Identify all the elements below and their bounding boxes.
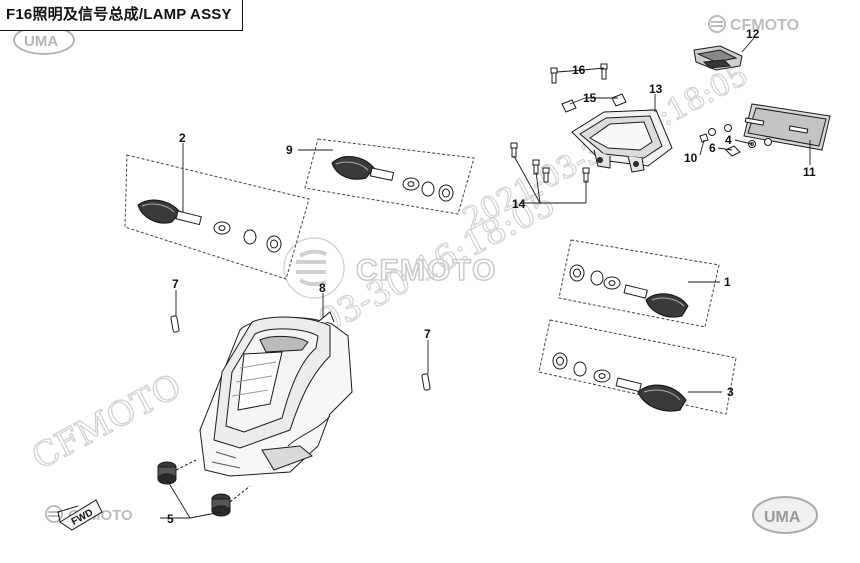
callout-1: 1 bbox=[724, 275, 731, 289]
part-9-turn-signal-rear-left bbox=[304, 138, 475, 215]
watermark-text-left: CFMOTO bbox=[25, 366, 188, 478]
callout-7-left: 7 bbox=[172, 277, 179, 291]
part-12-license-lamp bbox=[693, 45, 743, 71]
callout-3: 3 bbox=[727, 385, 734, 399]
brand-logo-text-top: CFMOTO bbox=[730, 17, 799, 34]
callout-4: 4 bbox=[725, 133, 732, 147]
center-logo-mark bbox=[283, 237, 345, 299]
part-16-bolts bbox=[550, 63, 608, 84]
callout-7-right: 7 bbox=[424, 327, 431, 341]
part-11-reflector bbox=[743, 103, 831, 151]
part-7-pin-left bbox=[170, 315, 180, 333]
part-14-screws bbox=[510, 142, 590, 183]
part-8-headlamp-assembly bbox=[199, 311, 353, 477]
callout-8: 8 bbox=[319, 281, 326, 295]
callout-15: 15 bbox=[583, 91, 597, 105]
part-5-rubber-grommets bbox=[157, 459, 251, 517]
part-4-6-10-fasteners bbox=[699, 124, 772, 157]
callout-11: 11 bbox=[803, 165, 816, 179]
uma-badge-text-top: UMA bbox=[24, 33, 58, 50]
callout-14: 14 bbox=[512, 197, 526, 211]
part-3-turn-signal-rear-right bbox=[538, 319, 737, 415]
callout-2: 2 bbox=[179, 131, 186, 145]
brand-logo-top-right: CFMOTO bbox=[708, 15, 799, 34]
callout-12: 12 bbox=[746, 27, 760, 41]
part-1-turn-signal-front-right bbox=[558, 239, 720, 328]
part-13-license-plate-bracket bbox=[571, 109, 673, 173]
leader-lines bbox=[160, 37, 811, 519]
uma-badge-text-bottom: UMA bbox=[764, 509, 801, 526]
callout-5: 5 bbox=[167, 512, 174, 526]
watermark-layer bbox=[283, 237, 345, 299]
center-logo-text: CFMOTO bbox=[356, 254, 497, 287]
page-title: F16照明及信号总成/LAMP ASSY bbox=[0, 0, 243, 31]
uma-badge-bottom-right: UMA bbox=[752, 496, 818, 534]
callout-16: 16 bbox=[572, 63, 586, 77]
callout-10: 10 bbox=[684, 151, 698, 165]
callout-13: 13 bbox=[649, 82, 663, 96]
part-15-clips bbox=[561, 93, 627, 113]
fwd-arrow-icon: FWD bbox=[57, 499, 103, 531]
callout-9: 9 bbox=[286, 143, 293, 157]
part-7-pin-right bbox=[421, 373, 431, 391]
callout-6: 6 bbox=[709, 141, 716, 155]
part-2-turn-signal-front-left bbox=[124, 154, 310, 280]
